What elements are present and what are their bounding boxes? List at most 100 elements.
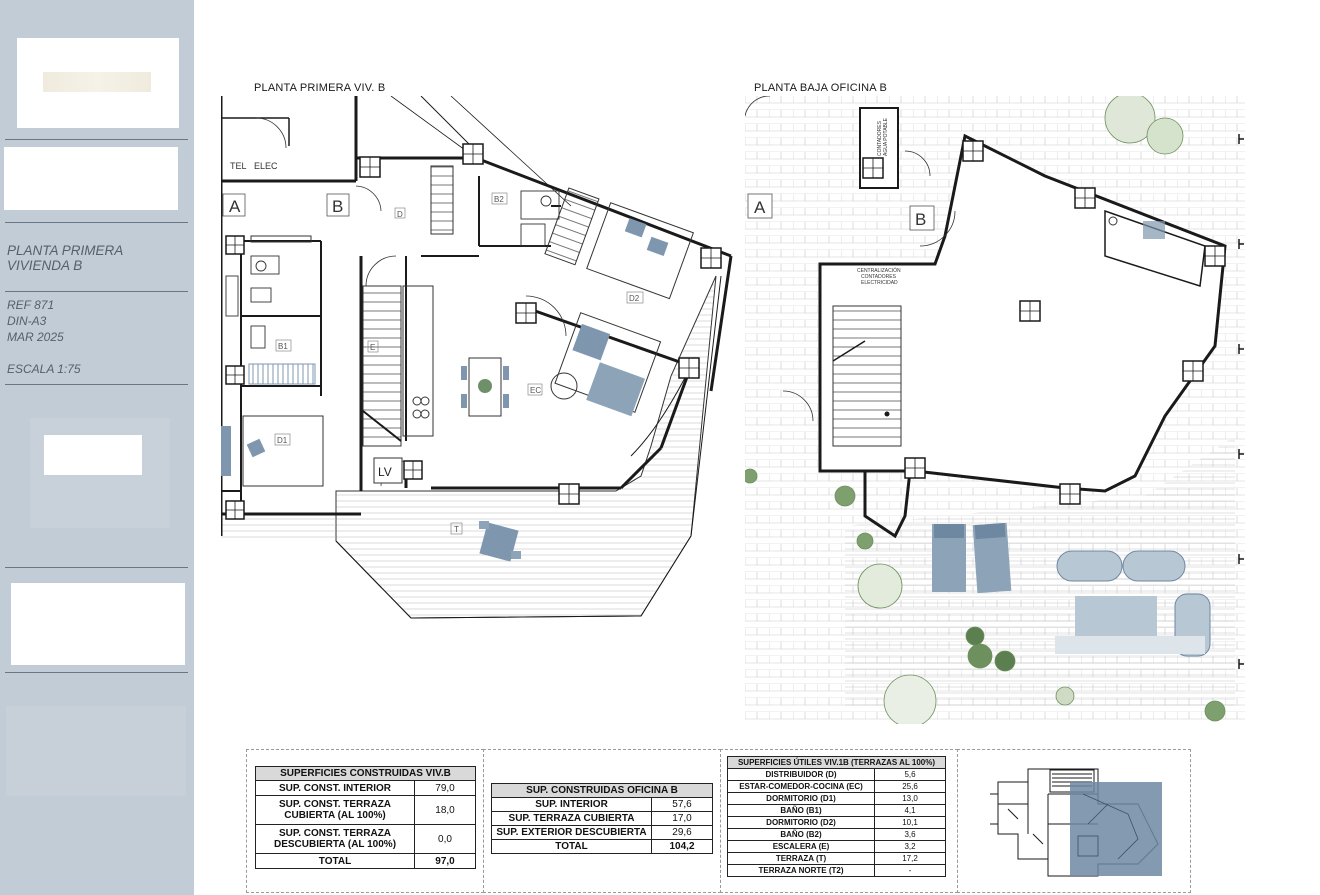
reference: REF 871 <box>7 298 55 312</box>
divider <box>5 384 188 385</box>
plan-right-title: PLANTA BAJA OFICINA B <box>754 82 887 94</box>
label-d: D <box>397 210 403 219</box>
kitchen-counter <box>402 285 434 437</box>
table-built-surfaces-office: SUP. CONSTRUIDAS OFICINA B SUP. INTERIOR… <box>491 783 713 854</box>
divider <box>5 139 188 140</box>
floor-plan-ground-floor: CONTADORES AGUA POTABLE CENTRALIZACIÓN C… <box>745 96 1245 724</box>
table-cell-value: 13,0 <box>874 792 946 805</box>
drawing-date: MAR 2025 <box>7 330 64 344</box>
divider <box>5 291 188 292</box>
table-total-label: TOTAL <box>255 853 415 869</box>
table-cell-value: 17,0 <box>651 811 713 826</box>
logo-image <box>43 72 151 92</box>
divider <box>5 672 188 673</box>
staircase <box>832 305 902 447</box>
table-useful-surfaces: SUPERFICIES ÚTILES VIV.1B (TERRAZAS AL 1… <box>727 756 946 877</box>
table-title: SUPERFICIES ÚTILES VIV.1B (TERRAZAS AL 1… <box>727 756 946 769</box>
table-total-value: 97,0 <box>414 853 476 869</box>
label-b1: B1 <box>278 342 288 351</box>
table-cell-value: 3,2 <box>874 840 946 853</box>
label-b2: B2 <box>494 195 504 204</box>
paper-format: DIN-A3 <box>7 314 47 328</box>
divider <box>5 222 188 223</box>
table-cell-label: DORMITORIO (D2) <box>727 816 875 829</box>
label-a: A <box>754 198 766 217</box>
label-b: B <box>332 197 343 216</box>
label-d1: D1 <box>277 436 288 445</box>
table-cell-label: TERRAZA NORTE (T2) <box>727 864 875 877</box>
furniture <box>221 202 695 562</box>
drawing-title: PLANTA PRIMERA VIVIENDA B <box>7 243 124 273</box>
project-name-box <box>4 147 178 210</box>
table-cell-label: ESTAR-COMEDOR-COCINA (EC) <box>727 780 875 793</box>
staircase-2 <box>430 165 454 235</box>
table-cell-value: 5,6 <box>874 768 946 781</box>
table-title: SUP. CONSTRUIDAS OFICINA B <box>491 783 713 798</box>
label-elec: ELEC <box>254 161 278 171</box>
bathroom-fixtures <box>225 190 560 349</box>
table-cell-label: SUP. CONST. TERRAZA DESCUBIERTA (AL 100%… <box>255 824 415 854</box>
key-plan-highlight <box>1070 782 1162 876</box>
label-t: T <box>454 525 459 534</box>
electric-label-2: CONTADORES <box>861 274 897 280</box>
label-lv: LV <box>378 465 392 479</box>
table-cell-label: SUP. CONST. TERRAZA CUBIERTA (AL 100%) <box>255 795 415 825</box>
table-cell-label: SUP. EXTERIOR DESCUBIERTA <box>491 825 652 840</box>
label-e: E <box>370 343 375 352</box>
floor-plan-ground-floor-drawing: CONTADORES AGUA POTABLE CENTRALIZACIÓN C… <box>745 96 1245 724</box>
floor-plan-first-floor-drawing: A B TEL ELEC D B2 B1 E EC D1 D2 LV T <box>221 96 733 619</box>
drawing-scale: ESCALA 1:75 <box>7 362 81 376</box>
table-cell-value: 4,1 <box>874 804 946 817</box>
table-cell-label: BAÑO (B2) <box>727 828 875 841</box>
room-labels: A B TEL ELEC D B2 B1 E EC D1 D2 LV T <box>222 161 644 535</box>
label-b: B <box>915 210 926 229</box>
footer-area <box>6 706 186 796</box>
label-tel: TEL <box>230 161 247 171</box>
label-d2: D2 <box>629 294 640 303</box>
garden-furniture <box>932 522 1211 657</box>
table-cell-value: 10,1 <box>874 816 946 829</box>
table-cell-label: DORMITORIO (D1) <box>727 792 875 805</box>
label-a: A <box>229 197 241 216</box>
label-ec: EC <box>530 386 541 395</box>
table-total-label: TOTAL <box>491 839 652 854</box>
table-cell-value: 18,0 <box>414 795 476 825</box>
logo-box <box>17 38 179 128</box>
water-meter-label-1: CONTADORES <box>877 120 883 156</box>
stair-3 <box>544 187 600 266</box>
table-cell-value: - <box>874 864 946 877</box>
stamp-box <box>11 583 185 665</box>
table-cell-label: DISTRIBUIDOR (D) <box>727 768 875 781</box>
electric-label-1: CENTRALIZACIÓN <box>857 267 901 274</box>
table-cell-label: SUP. TERRAZA CUBIERTA <box>491 811 652 826</box>
key-plan <box>988 764 1166 880</box>
studio-logo-box <box>44 435 142 475</box>
water-meter-label-2: AGUA POTABLE <box>883 117 889 156</box>
studio-logo <box>30 418 170 528</box>
table-cell-label: TERRAZA (T) <box>727 852 875 865</box>
table-cell-value: 57,6 <box>651 797 713 812</box>
garden-plants <box>745 96 1226 724</box>
plan-left-title: PLANTA PRIMERA VIV. B <box>254 82 386 94</box>
table-cell-value: 17,2 <box>874 852 946 865</box>
staircase <box>362 285 402 447</box>
walls <box>221 96 733 619</box>
table-total-value: 104,2 <box>651 839 713 854</box>
table-cell-label: ESCALERA (E) <box>727 840 875 853</box>
table-cell-value: 79,0 <box>414 780 476 796</box>
table-cell-value: 25,6 <box>874 780 946 793</box>
table-cell-label: SUP. CONST. INTERIOR <box>255 780 415 796</box>
table-built-surfaces-home: SUPERFICIES CONSTRUIDAS VIV.B SUP. CONST… <box>255 766 476 869</box>
electric-label-3: ELECTRICIDAD <box>861 280 898 286</box>
table-cell-value: 0,0 <box>414 824 476 854</box>
table-cell-label: SUP. INTERIOR <box>491 797 652 812</box>
floor-plan-first-floor: A B TEL ELEC D B2 B1 E EC D1 D2 LV T <box>221 96 741 626</box>
tables-frame-4 <box>957 749 1191 893</box>
divider <box>5 567 188 568</box>
table-cell-value: 29,6 <box>651 825 713 840</box>
table-cell-label: BAÑO (B1) <box>727 804 875 817</box>
info-sidebar: PLANTA PRIMERA VIVIENDA B REF 871 DIN-A3… <box>0 0 194 895</box>
table-cell-value: 3,6 <box>874 828 946 841</box>
table-title: SUPERFICIES CONSTRUIDAS VIV.B <box>255 766 476 781</box>
key-plan-drawing <box>990 768 1162 877</box>
